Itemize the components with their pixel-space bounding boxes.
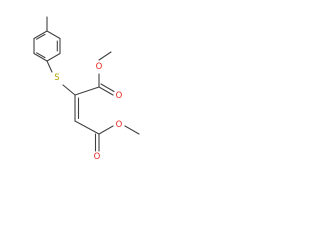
atom-oxygen-ester2-single: O (113, 119, 125, 131)
atom-oxygen-ester1-single: O (93, 61, 105, 73)
bond-c1-o-double-a (98, 86, 114, 96)
ring-bond-1 (46, 30, 61, 40)
oxygen-label: O (94, 152, 101, 162)
bond-o-methyl-2 (124, 125, 140, 135)
atom-oxygen-ester2-double: O (91, 151, 103, 163)
ring-bond-3 (46, 52, 61, 62)
sulfur-label: S (54, 73, 59, 83)
oxygen-label: O (116, 91, 123, 101)
bond-sulfur-c2 (62, 84, 76, 96)
bond-o-methyl-1 (98, 51, 112, 61)
ring-bond-6 (33, 30, 48, 40)
bond-c3-c4 (74, 120, 100, 135)
atom-sulfur: S (51, 72, 63, 84)
bond-c4-o-single (98, 125, 114, 135)
oxygen-label: O (96, 62, 103, 72)
structure-canvas: S O O O O (0, 0, 159, 200)
bond-c1-o-double-b (100, 83, 115, 93)
ring-double-3 (36, 33, 46, 40)
benzene-ring (33, 30, 61, 62)
bond-ring-sulfur (46, 60, 53, 73)
molecule-drawing: S O O O O (33, 16, 140, 163)
ring-bond-4 (33, 52, 48, 62)
atom-oxygen-ester1-double: O (113, 90, 125, 102)
oxygen-label: O (116, 120, 123, 130)
bond-c2-c1 (74, 86, 100, 96)
ring-double-2 (36, 52, 46, 59)
